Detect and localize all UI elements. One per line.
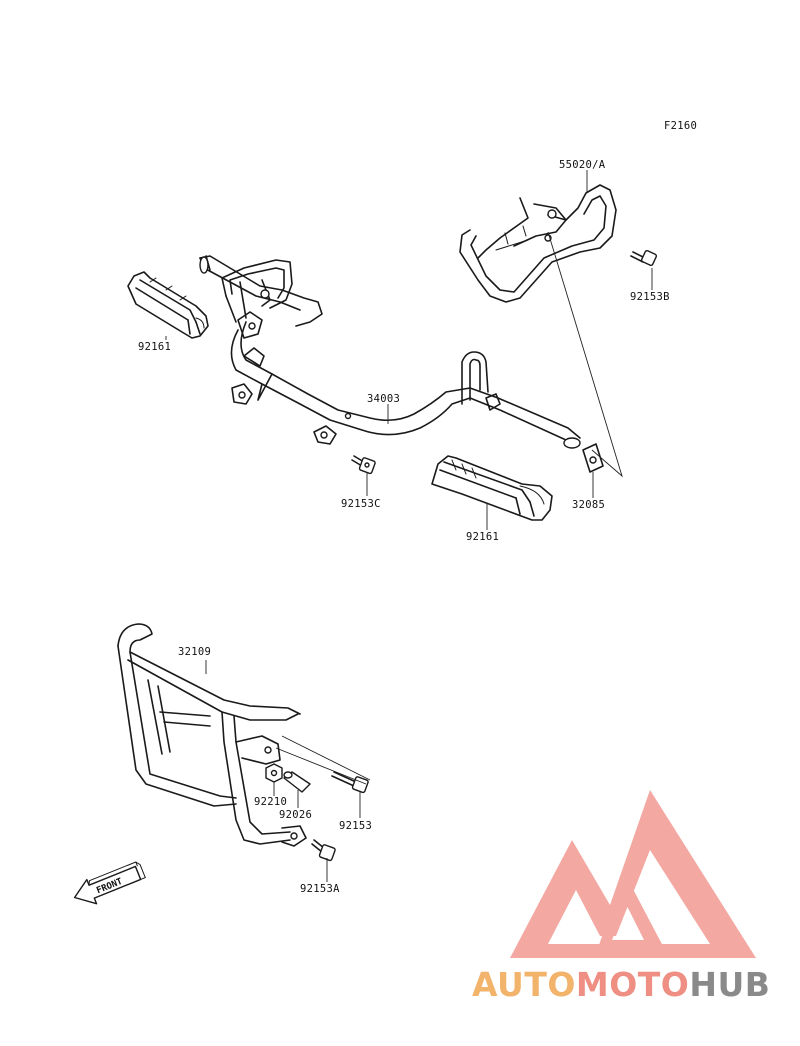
part-label-32085: 32085 — [572, 499, 605, 511]
main-frame-34003 — [199, 255, 581, 449]
part-label-55020a: 55020/A — [559, 159, 606, 171]
front-guard-32109 — [117, 623, 307, 847]
part-label-92153a: 92153A — [300, 883, 340, 895]
part-label-92161-left: 92161 — [138, 341, 171, 353]
watermark-auto: AUTO — [472, 965, 576, 1004]
footrest-92161-right — [431, 455, 553, 521]
bolt-92153a — [311, 839, 336, 862]
leader-lines-upper — [165, 170, 653, 530]
part-label-92210: 92210 — [254, 796, 287, 808]
part-label-32109: 32109 — [178, 646, 211, 658]
watermark-hub: HUB — [689, 965, 770, 1004]
bolt-92153c — [351, 455, 376, 475]
watermark-logo — [510, 790, 756, 958]
footrest-92161-left — [127, 271, 209, 339]
figure-code: F2160 — [664, 120, 697, 132]
bolt-92153b — [630, 249, 658, 267]
part-label-34003: 34003 — [367, 393, 400, 405]
front-direction-arrow: FRONT — [73, 861, 146, 905]
bracket-32085 — [582, 443, 604, 473]
part-label-92161-right: 92161 — [466, 531, 499, 543]
leader-lines-lower — [205, 660, 371, 882]
collar-92026 — [283, 771, 311, 793]
part-label-92153c: 92153C — [341, 498, 381, 510]
watermark-moto: MOTO — [576, 965, 689, 1004]
bolt-92153 — [331, 771, 369, 794]
watermark-text: AUTOMOTOHUB — [472, 965, 770, 1004]
part-label-92153: 92153 — [339, 820, 372, 832]
part-label-92026: 92026 — [279, 809, 312, 821]
part-label-92153b: 92153B — [630, 291, 670, 303]
rear-guard-55020a — [459, 184, 617, 303]
nut-92210 — [265, 763, 283, 783]
